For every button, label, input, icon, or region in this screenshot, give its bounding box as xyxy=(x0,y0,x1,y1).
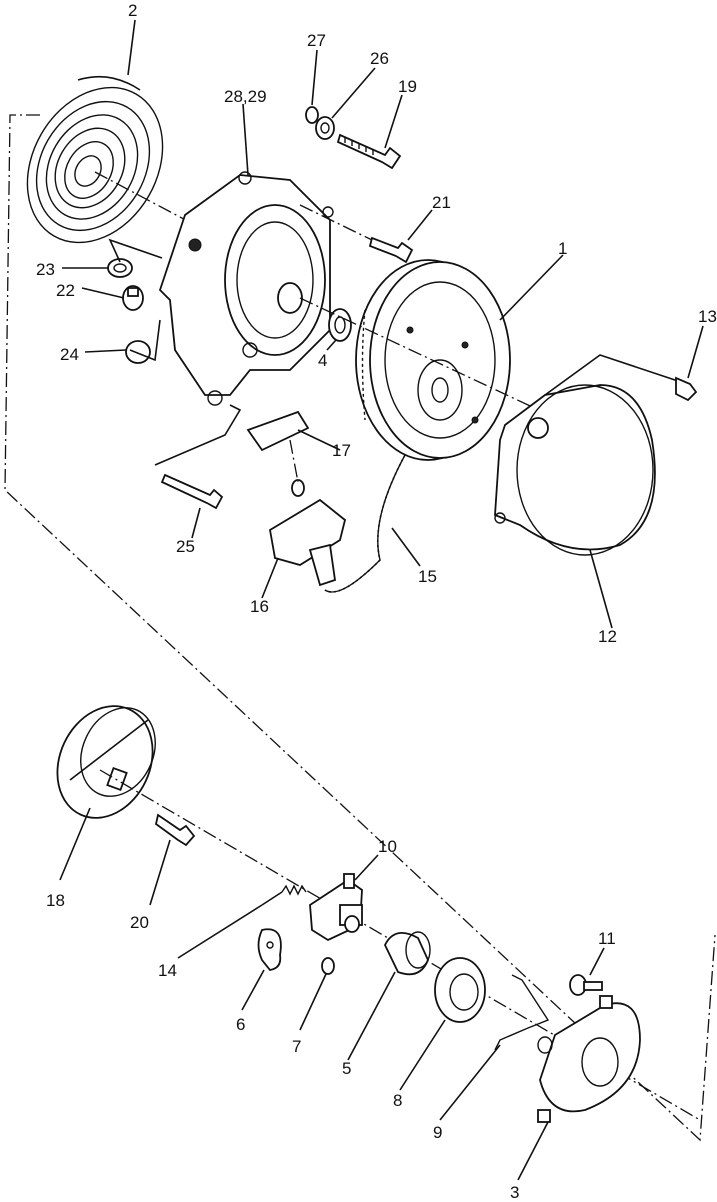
bolt-part-21 xyxy=(299,204,414,264)
callout-28-29: 28,29 xyxy=(224,87,267,106)
callout-2: 2 xyxy=(128,1,137,20)
callout-labels: 2 27 26 19 28,29 21 1 13 23 22 24 4 17 2… xyxy=(36,1,717,1202)
screw-part-11 xyxy=(569,974,603,996)
callout-4: 4 xyxy=(318,351,327,370)
starter-cover-part-12 xyxy=(494,354,691,556)
callout-17: 17 xyxy=(332,441,351,460)
pulley-part-1 xyxy=(355,259,511,461)
callout-26: 26 xyxy=(370,49,389,68)
callout-14: 14 xyxy=(158,961,177,980)
callout-21: 21 xyxy=(432,193,451,212)
callout-20: 20 xyxy=(130,913,149,932)
callout-8: 8 xyxy=(393,1091,402,1110)
spring-clip-part-9 xyxy=(494,974,550,1051)
callout-7: 7 xyxy=(292,1037,301,1056)
callout-lines-bottom xyxy=(59,807,605,1181)
reference-lines-left xyxy=(108,238,163,362)
retainer-ring-part-18 xyxy=(56,705,156,819)
callout-13: 13 xyxy=(698,307,717,326)
callout-11: 11 xyxy=(598,929,616,948)
bolt-part-19 xyxy=(336,133,402,170)
fitting-part-22 xyxy=(122,285,144,311)
callout-25: 25 xyxy=(176,537,195,556)
callout-lines-top xyxy=(62,19,704,629)
rope-part-15 xyxy=(324,454,406,593)
callout-12: 12 xyxy=(598,627,617,646)
handle-part-16 xyxy=(269,439,347,587)
callout-19: 19 xyxy=(398,77,417,96)
washer-part-23 xyxy=(107,258,133,278)
drum-part-5 xyxy=(383,931,431,976)
mounting-plate-part-3 xyxy=(537,995,641,1123)
callout-23: 23 xyxy=(36,260,55,279)
plug-part-24 xyxy=(125,340,151,364)
callout-5: 5 xyxy=(342,1059,351,1078)
washer-part-4 xyxy=(328,308,352,342)
washer-part-26 xyxy=(315,116,335,140)
callout-22: 22 xyxy=(56,281,75,300)
washer-part-8 xyxy=(434,957,486,1023)
spring-part-14 xyxy=(261,884,307,906)
callout-18: 18 xyxy=(46,891,65,910)
bolt-part-20 xyxy=(154,813,196,847)
callout-24: 24 xyxy=(60,345,79,364)
callout-6: 6 xyxy=(236,1015,245,1034)
bolt-part-25 xyxy=(154,404,242,510)
callout-1: 1 xyxy=(558,239,567,258)
callout-16: 16 xyxy=(250,597,269,616)
screw-part-13 xyxy=(675,376,698,402)
callout-15: 15 xyxy=(418,567,437,586)
starter-housing-part-28-29 xyxy=(158,171,334,406)
handle-insert-part-17 xyxy=(246,410,310,452)
callout-3: 3 xyxy=(510,1183,519,1202)
pin-part-7 xyxy=(321,957,335,975)
nut-part-27 xyxy=(305,106,319,124)
callout-27: 27 xyxy=(307,31,326,50)
pawl-part-6 xyxy=(257,928,282,971)
pawl-assembly-part-10 xyxy=(309,873,363,942)
callout-9: 9 xyxy=(433,1123,442,1142)
assembly-boundary xyxy=(4,114,716,1142)
callout-10: 10 xyxy=(378,837,397,856)
